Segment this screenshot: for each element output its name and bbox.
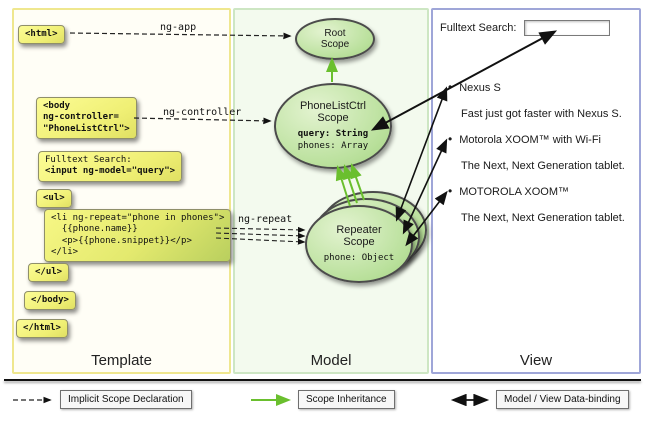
- legend-implicit-label: Implicit Scope Declaration: [60, 390, 192, 409]
- phone-snippet: The Next, Next Generation tablet.: [461, 212, 625, 224]
- code-body-open: <body ng-controller= "PhoneListCtrl">: [36, 97, 137, 139]
- phone-item: Nexus S Fast just got faster with Nexus …: [448, 80, 632, 121]
- phone-snippet: The Next, Next Generation tablet.: [461, 160, 625, 172]
- dashed-arrow-icon: [13, 396, 52, 404]
- phonelistctrl-scope-title: PhoneListCtrl Scope: [299, 99, 367, 125]
- view-search-label: Fulltext Search:: [440, 22, 517, 34]
- view-label: View: [519, 352, 553, 369]
- template-label: Template: [91, 352, 152, 369]
- phonelistctrl-scope-ellipse: PhoneListCtrl Scope query: String phones…: [274, 83, 392, 169]
- scope-prop-phones: phones: Array: [297, 140, 369, 151]
- model-label: Model: [310, 352, 352, 369]
- root-scope-title: Root Scope: [320, 27, 350, 51]
- bullet-icon: [448, 186, 459, 198]
- code-ul-open: <ul>: [36, 189, 72, 209]
- ng-repeat-label: ng-repeat: [238, 214, 293, 225]
- phone-item: Motorola XOOM™ with Wi-Fi The Next, Next…: [448, 132, 632, 173]
- bullet-icon: [448, 134, 459, 146]
- code-ul-close: </ul>: [28, 263, 70, 283]
- code-fulltext-input: <input ng-model="query">: [45, 166, 176, 177]
- green-arrow-icon: [251, 394, 291, 406]
- code-fulltext-label: Fulltext Search:: [45, 155, 132, 165]
- scope-prop-phone: phone: Object: [323, 252, 395, 263]
- model-panel: Model: [233, 8, 429, 374]
- separator-line: [4, 379, 641, 381]
- legend-binding-label: Model / View Data-binding: [496, 390, 629, 409]
- bullet-icon: [448, 82, 459, 94]
- fulltext-search-input[interactable]: [524, 20, 610, 36]
- phone-name: Motorola XOOM™ with Wi-Fi: [459, 134, 601, 146]
- code-fulltext-search: Fulltext Search: <input ng-model="query"…: [38, 151, 183, 182]
- ng-controller-label: ng-controller: [163, 107, 242, 118]
- code-li-repeat: <li ng-repeat="phone in phones"> {{phone…: [44, 209, 232, 262]
- root-scope-ellipse: Root Scope: [295, 18, 375, 60]
- double-arrow-icon: [450, 394, 490, 406]
- ng-app-label: ng-app: [160, 22, 197, 33]
- code-html-close: </html>: [16, 319, 68, 339]
- repeater-scope-title: Repeater Scope: [336, 223, 382, 249]
- code-html-open: <html>: [18, 25, 65, 45]
- phone-name: Nexus S: [459, 82, 501, 94]
- phone-snippet: Fast just got faster with Nexus S.: [461, 108, 622, 120]
- legend-inheritance-label: Scope Inheritance: [298, 390, 395, 409]
- repeater-scope-ellipse: Repeater Scope phone: Object: [305, 205, 413, 283]
- phone-item: MOTOROLA XOOM™ The Next, Next Generation…: [448, 184, 632, 225]
- scope-prop-query: query: String: [297, 128, 369, 139]
- phone-name: MOTOROLA XOOM™: [459, 186, 570, 198]
- code-body-close: </body>: [24, 291, 76, 311]
